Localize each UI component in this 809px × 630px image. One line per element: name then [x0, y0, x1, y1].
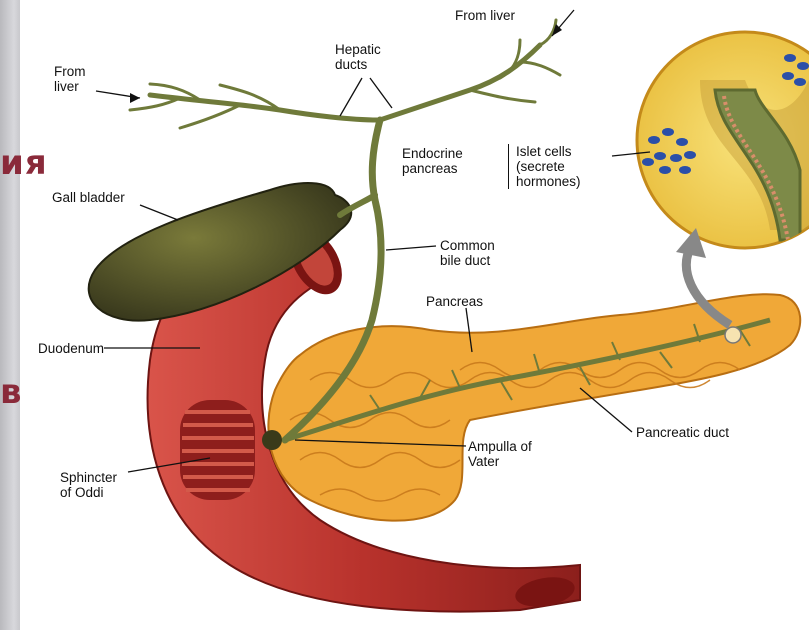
- gall-bladder: [89, 183, 352, 321]
- label-ampulla-of-vater: Ampulla of Vater: [468, 439, 532, 469]
- pancreas: [268, 294, 800, 520]
- label-pancreatic-duct: Pancreatic duct: [636, 425, 729, 440]
- ampulla: [262, 430, 282, 450]
- label-pancreas: Pancreas: [426, 294, 483, 309]
- label-sphincter-of-oddi: Sphincter of Oddi: [60, 470, 117, 500]
- label-duodenum: Duodenum: [38, 341, 104, 356]
- label-common-bile-duct: Common bile duct: [440, 238, 495, 268]
- label-endocrine-pancreas: Endocrine pancreas: [402, 146, 463, 176]
- label-gall-bladder: Gall bladder: [52, 190, 125, 205]
- label-islet-cells: Islet cells (secrete hormones): [508, 144, 581, 189]
- label-from-liver-top: From liver: [455, 8, 515, 23]
- magnified-view: [637, 32, 809, 248]
- duodenum-folds: [180, 400, 255, 500]
- label-from-liver-left: From liver: [54, 64, 86, 94]
- label-hepatic-ducts: Hepatic ducts: [335, 42, 381, 72]
